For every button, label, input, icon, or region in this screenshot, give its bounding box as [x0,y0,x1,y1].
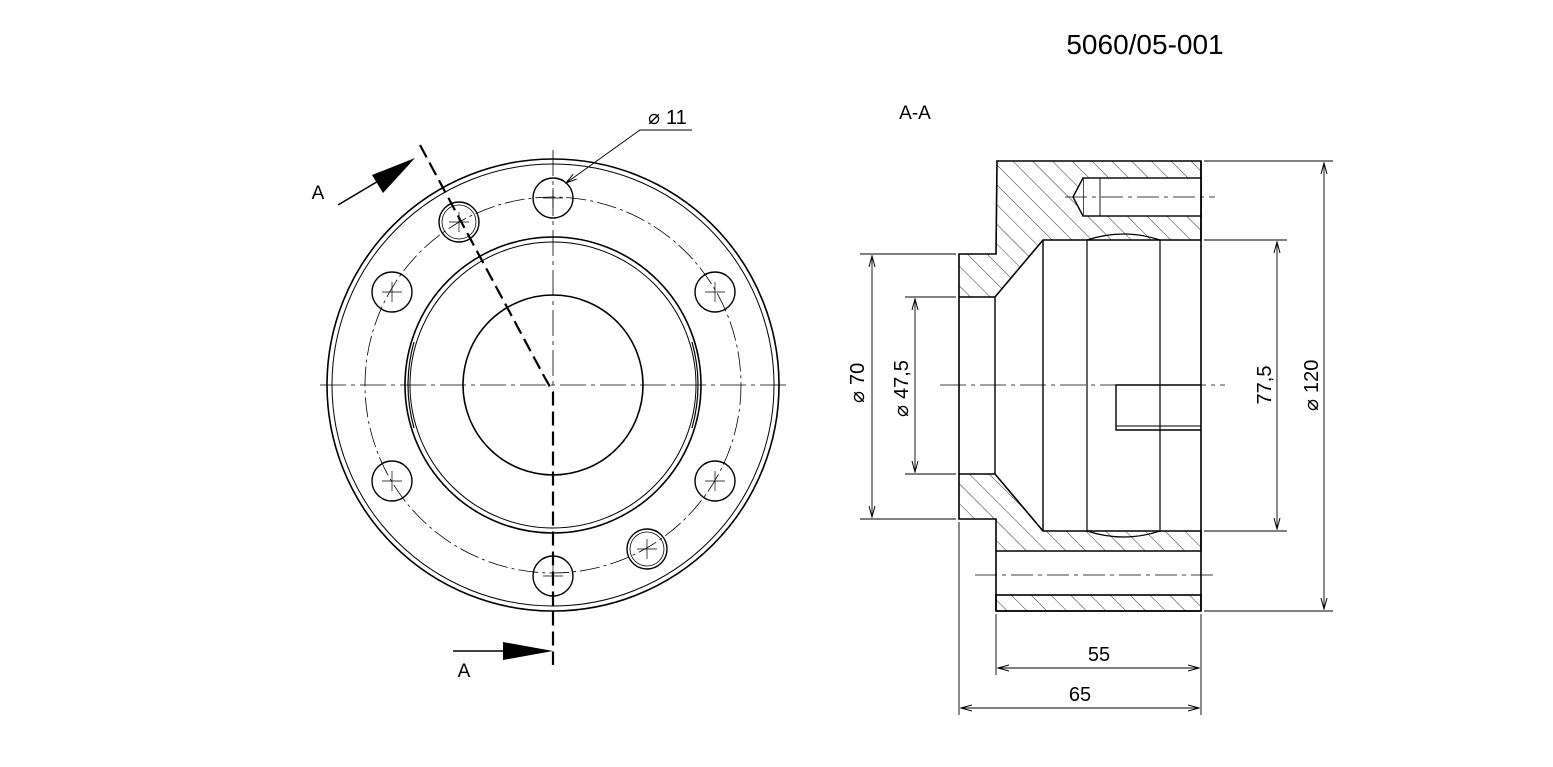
dim-value-dia-120: 120 [1301,360,1323,393]
dim-value-55: 55 [1088,644,1110,666]
groove-curve-bottom [1086,530,1161,538]
section-hatch-lower [958,473,1202,552]
hole-diameter-label: ⌀ 11 [648,107,687,129]
part-number: 5060/05-001 [1066,29,1223,60]
section-arrowhead-top [372,158,415,193]
dim-value-dia-47-5: 47,5 [891,360,913,399]
hole-leader-line [566,129,692,183]
dim-value-65: 65 [1069,684,1091,706]
diameter-symbol: ⌀ [891,405,913,417]
bolt-hole [438,201,480,243]
front-view [320,129,790,665]
bolt-hole [532,177,574,219]
diameter-symbol: ⌀ [648,107,660,129]
bolt-hole [371,271,413,313]
section-arrow-top [337,179,381,206]
section-label-bottom: A [458,661,471,682]
hole-diameter-value: 11 [666,107,687,129]
dim-label-dia-120: ⌀ 120 [1301,360,1323,411]
dim-value-dia-70: 70 [847,363,869,385]
dim-label-dia-70: ⌀ 70 [847,363,869,403]
section-arrowhead-bottom [503,642,553,660]
keyway-slot [1115,384,1201,431]
section-label-top: A [312,183,325,204]
dimension-lines [860,160,1333,715]
diameter-symbol: ⌀ [847,391,869,403]
section-hatch-bottom-strip [995,594,1202,612]
section-view [940,160,1225,612]
groove-curve-top [1086,233,1161,241]
bolt-hole [694,460,736,502]
bolt-hole [371,460,413,502]
bolt-hole [626,528,668,570]
dim-label-dia-47-5: ⌀ 47,5 [891,360,913,417]
bolt-hole [694,271,736,313]
diameter-symbol: ⌀ [1301,399,1323,411]
section-cut-line [419,144,555,665]
section-view-title: A-A [899,103,931,124]
dim-value-77-5: 77,5 [1254,366,1276,405]
